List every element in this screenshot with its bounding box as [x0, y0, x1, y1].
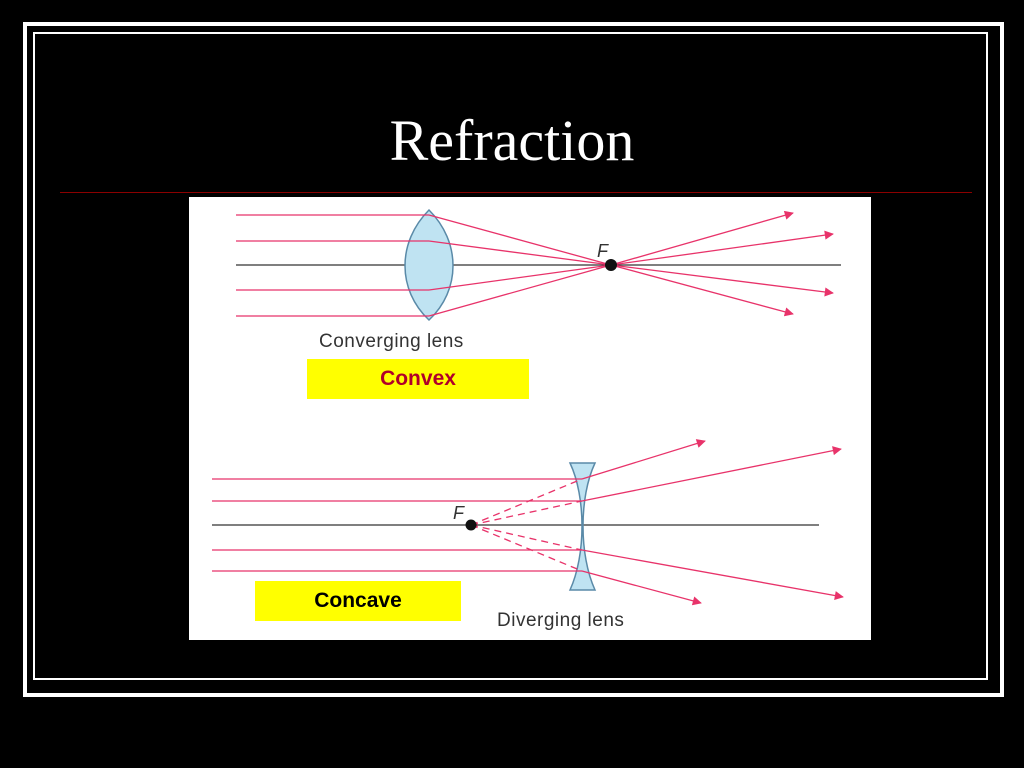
outgoing-ray — [581, 446, 842, 502]
refracted-ray — [428, 264, 612, 317]
slide-title: Refraction — [389, 108, 635, 173]
focal-point-bottom — [465, 519, 477, 531]
refracted-ray — [428, 240, 612, 266]
focal-label-bottom: F — [453, 503, 464, 523]
lens-diagram: F Converging lens Convex F Diverging len… — [189, 197, 871, 640]
lens-diagram-drawing — [212, 208, 844, 606]
outgoing-ray — [581, 439, 706, 480]
virtual-ray — [470, 500, 583, 526]
focal-point-top — [605, 259, 617, 271]
outgoing-ray — [610, 210, 794, 266]
outgoing-ray — [581, 549, 844, 601]
outgoing-ray — [610, 230, 834, 266]
concave-tag: Concave — [255, 581, 461, 621]
virtual-ray — [470, 524, 583, 572]
slide-outer-frame — [23, 22, 1004, 697]
outgoing-ray — [581, 570, 702, 606]
convex-tag: Convex — [307, 359, 529, 399]
refracted-ray — [428, 214, 612, 266]
converging-lens-caption: Converging lens — [319, 331, 464, 352]
outgoing-ray — [610, 264, 794, 317]
concave-lens-shape — [568, 462, 597, 591]
refracted-ray — [428, 264, 612, 291]
outgoing-ray — [610, 264, 834, 297]
diverging-lens-caption: Diverging lens — [497, 610, 625, 631]
converging-lens-group — [236, 208, 841, 322]
virtual-ray — [470, 524, 583, 551]
title-divider — [60, 192, 972, 193]
diverging-lens-group — [212, 439, 844, 606]
slide-inner-frame — [33, 32, 988, 680]
focal-label-top: F — [597, 241, 608, 261]
virtual-ray — [470, 478, 583, 526]
convex-lens-shape — [404, 208, 454, 322]
